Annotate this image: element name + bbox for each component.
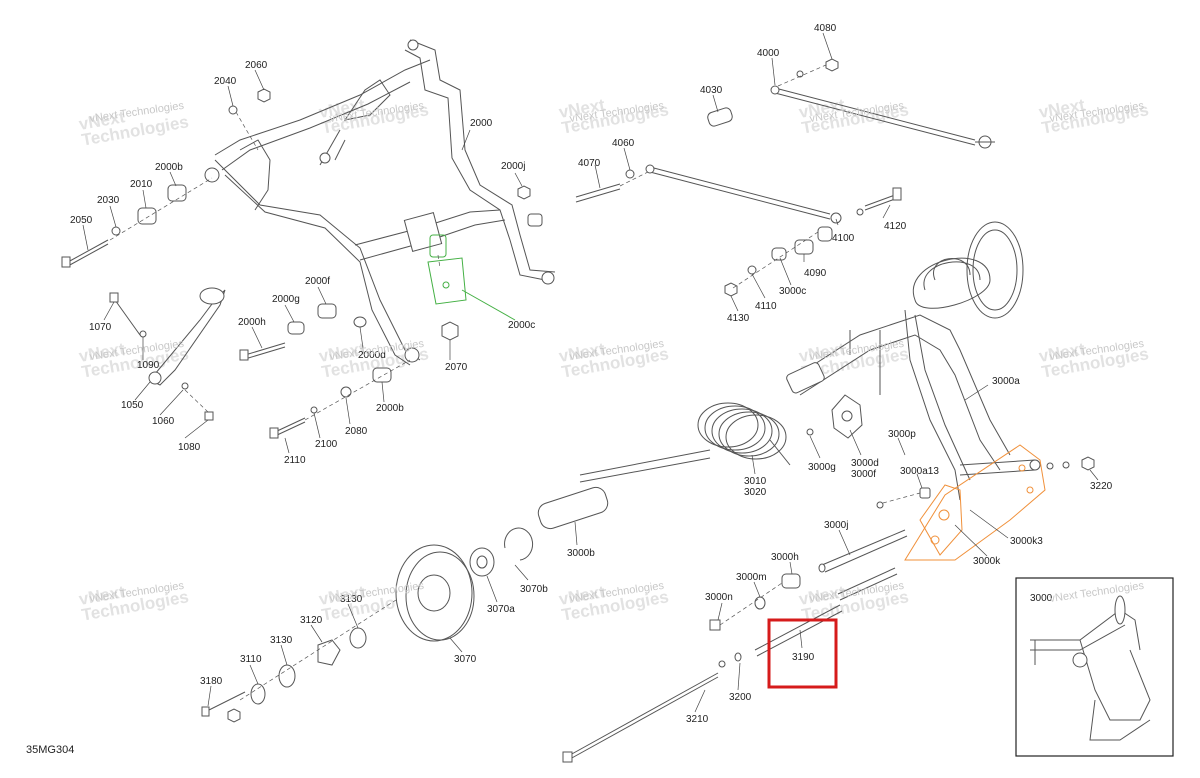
leader-lines: [82, 32, 1099, 713]
part-label[interactable]: 1070: [89, 322, 112, 333]
part-labels: 4080 4000 4030 4060 4070 4120 4100 4090 …: [70, 23, 1113, 725]
part-label[interactable]: 2070: [445, 362, 468, 373]
part-label[interactable]: 3000p: [888, 429, 916, 440]
part-label[interactable]: 3000k: [973, 556, 1001, 567]
part-label[interactable]: 3020: [744, 487, 767, 498]
part-label[interactable]: 3110: [240, 654, 262, 665]
part-label[interactable]: 2100: [315, 439, 338, 450]
part-label[interactable]: 2000b: [376, 403, 404, 414]
part-label[interactable]: 3010: [744, 476, 767, 487]
part-label[interactable]: 2000g: [272, 294, 300, 305]
part-label[interactable]: 4130: [727, 313, 750, 324]
part-label[interactable]: 2050: [70, 215, 93, 226]
part-label[interactable]: 3000h: [771, 552, 799, 563]
part-label[interactable]: 4070: [578, 158, 601, 169]
part-label[interactable]: 3070: [454, 654, 477, 665]
part-label[interactable]: 4090: [804, 268, 827, 279]
part-label[interactable]: 3000c: [779, 286, 806, 297]
part-label[interactable]: 3000a: [992, 376, 1020, 387]
arm-1050-drawing: [109, 287, 226, 421]
part-label[interactable]: 2110: [284, 455, 306, 466]
part-label[interactable]: 1050: [121, 400, 144, 411]
part-label[interactable]: 3000d: [851, 458, 879, 469]
highlight-box-3190: [767, 618, 838, 689]
part-label[interactable]: 1060: [152, 416, 175, 427]
part-label[interactable]: 1080: [178, 442, 201, 453]
part-label[interactable]: 4100: [832, 233, 855, 244]
part-label[interactable]: 2000j: [501, 161, 525, 172]
assembly-3000-drawing: [786, 221, 1095, 509]
part-label[interactable]: 3120: [300, 615, 323, 626]
part-label[interactable]: 3000b: [567, 548, 595, 559]
part-label[interactable]: 2060: [245, 60, 268, 71]
part-label[interactable]: 4060: [612, 138, 635, 149]
part-label[interactable]: 3000j: [824, 520, 848, 531]
part-label[interactable]: 3200: [729, 692, 752, 703]
bracket-2000c-green: [427, 234, 516, 321]
part-label[interactable]: 2000d: [358, 350, 386, 361]
part-label[interactable]: 2040: [214, 76, 237, 87]
part-label[interactable]: 3000: [1030, 593, 1053, 604]
bracket-3000k-orange: [904, 444, 1046, 561]
part-label[interactable]: 2030: [97, 195, 120, 206]
part-label[interactable]: 3210: [686, 714, 709, 725]
part-label[interactable]: 2000f: [305, 276, 330, 287]
part-label[interactable]: 3000m: [736, 572, 767, 583]
part-label[interactable]: 3130: [270, 635, 293, 646]
shaft-group-drawing: [562, 529, 908, 763]
part-label[interactable]: 3180: [200, 676, 223, 687]
part-label[interactable]: 3220: [1090, 481, 1113, 492]
diagram-code: 35MG304: [26, 744, 74, 756]
part-label[interactable]: 2000: [470, 118, 493, 129]
part-label[interactable]: 3130: [340, 594, 363, 605]
part-label[interactable]: 2000h: [238, 317, 266, 328]
inset-3000-drawing: [1015, 577, 1174, 757]
part-label[interactable]: 1090: [137, 360, 160, 371]
part-label[interactable]: 3000k3: [1010, 536, 1043, 547]
linkage-4000-drawing: [575, 58, 995, 297]
spring-3010-drawing: [579, 402, 791, 483]
part-label[interactable]: 3070b: [520, 584, 548, 595]
part-label[interactable]: 4120: [884, 221, 907, 232]
frame-2000-small-parts: [61, 88, 543, 439]
wheel-3070-drawing: [201, 486, 609, 723]
part-label[interactable]: 2000c: [508, 320, 535, 331]
part-label[interactable]: 4080: [814, 23, 837, 34]
part-label[interactable]: 2000b: [155, 162, 183, 173]
part-label[interactable]: 3070a: [487, 604, 515, 615]
part-label[interactable]: 4110: [755, 301, 777, 312]
part-label[interactable]: 3000n: [705, 592, 733, 603]
part-label[interactable]: 3000a13: [900, 466, 939, 477]
part-label[interactable]: 2080: [345, 426, 368, 437]
part-label[interactable]: 4030: [700, 85, 723, 96]
part-label[interactable]: 2010: [130, 179, 153, 190]
part-label[interactable]: 3000g: [808, 462, 836, 473]
frame-2000-drawing: [204, 39, 556, 366]
part-label[interactable]: 3190: [792, 652, 815, 663]
part-label[interactable]: 3000f: [851, 469, 876, 480]
part-label[interactable]: 4000: [757, 48, 780, 59]
